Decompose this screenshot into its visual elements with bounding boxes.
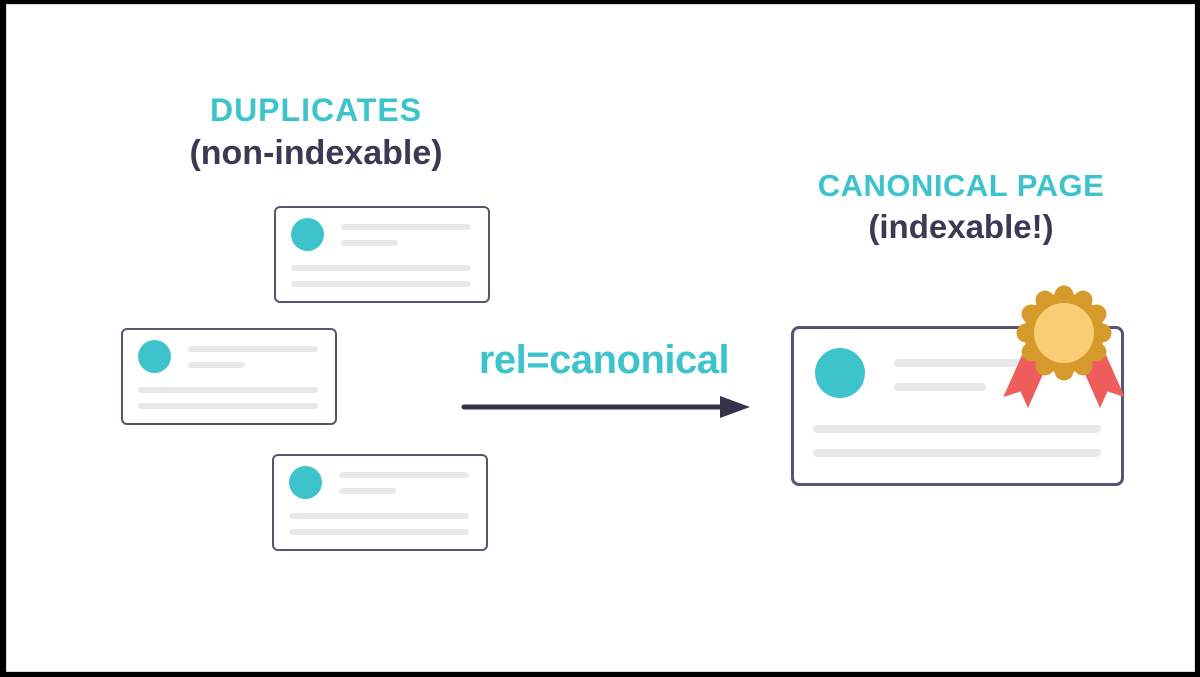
skeleton-line bbox=[894, 359, 1031, 367]
skeleton-line bbox=[188, 346, 318, 352]
duplicate-card bbox=[274, 206, 490, 303]
duplicates-title: DUPLICATES bbox=[209, 92, 423, 128]
duplicates-subtitle: (non-indexable) bbox=[189, 134, 443, 172]
right-arrow-icon bbox=[461, 396, 750, 418]
skeleton-line bbox=[341, 224, 471, 230]
avatar-dot-icon bbox=[289, 466, 322, 499]
diagram-canvas: DUPLICATES (non-indexable) CANONICAL PAG… bbox=[6, 4, 1195, 672]
skeleton-line bbox=[894, 383, 986, 391]
skeleton-line bbox=[339, 488, 396, 494]
skeleton-line bbox=[813, 425, 1101, 433]
duplicate-card bbox=[272, 454, 488, 551]
skeleton-line bbox=[188, 362, 245, 368]
skeleton-line bbox=[291, 281, 471, 287]
skeleton-line bbox=[289, 529, 469, 535]
skeleton-line bbox=[339, 472, 469, 478]
duplicate-card bbox=[121, 328, 337, 425]
rel-canonical-label: rel=canonical bbox=[478, 338, 730, 382]
skeleton-line bbox=[138, 387, 318, 393]
avatar-dot-icon bbox=[291, 218, 324, 251]
skeleton-line bbox=[813, 449, 1101, 457]
skeleton-line bbox=[138, 403, 318, 409]
avatar-dot-icon bbox=[138, 340, 171, 373]
canonical-title: CANONICAL PAGE bbox=[817, 168, 1105, 203]
skeleton-line bbox=[289, 513, 469, 519]
skeleton-line bbox=[291, 265, 471, 271]
canonical-subtitle: (indexable!) bbox=[868, 208, 1054, 245]
avatar-dot-icon bbox=[815, 348, 865, 398]
skeleton-line bbox=[341, 240, 398, 246]
award-ribbon-icon bbox=[1003, 285, 1125, 409]
